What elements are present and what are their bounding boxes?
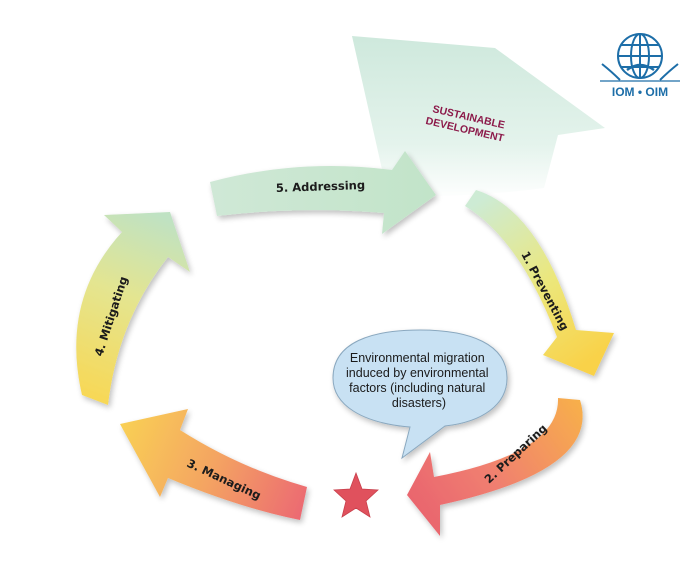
step-5-label: 5. Addressing bbox=[276, 178, 366, 195]
bubble-line-2: induced by environmental bbox=[346, 366, 488, 380]
cycle-arrow-managing: 3. Managing bbox=[120, 409, 307, 520]
iom-logo: IOM • OIM bbox=[600, 33, 680, 99]
star-icon bbox=[333, 471, 379, 518]
cycle-arrow-addressing: 5. Addressing bbox=[210, 151, 436, 234]
bubble-line-4: disasters) bbox=[392, 396, 446, 410]
svg-text:Environmental migration: Environmental migration induced by envir… bbox=[346, 351, 492, 410]
iom-globe-logo-icon bbox=[601, 33, 679, 81]
migration-speech-bubble: Environmental migration induced by envir… bbox=[332, 329, 508, 460]
cycle-arrow-mitigating: 4. Mitigating bbox=[76, 212, 190, 405]
bubble-line-3: factors (including natural bbox=[349, 381, 485, 395]
bubble-line-1: Environmental migration bbox=[350, 351, 485, 365]
sustainable-development-arrow: SUSTAINABLE DEVELOPMENT bbox=[352, 36, 605, 197]
logo-text: IOM • OIM bbox=[612, 85, 668, 99]
